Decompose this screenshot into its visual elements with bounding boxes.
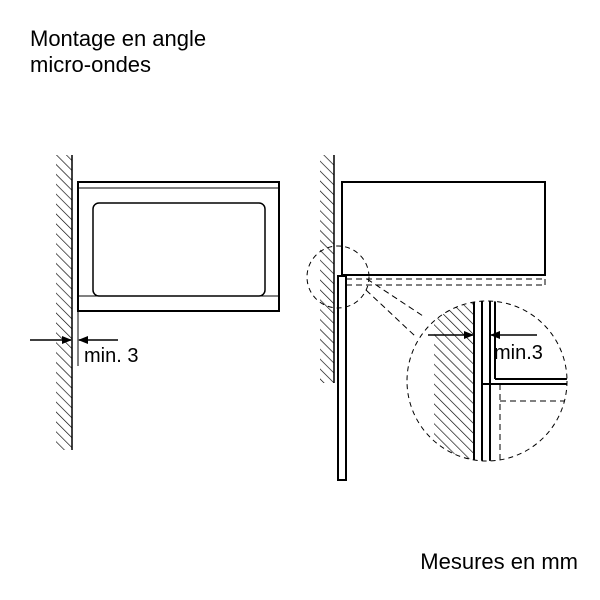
left-gap-dimension: min. 3 bbox=[30, 312, 138, 367]
detail-wall-hatch bbox=[434, 301, 474, 461]
microwave-outer-frame bbox=[77, 181, 280, 312]
title-line-1: Montage en angle bbox=[30, 26, 207, 51]
detail-dashed-lines bbox=[499, 384, 567, 461]
side-panel bbox=[337, 275, 347, 481]
title-line-2: micro-ondes bbox=[30, 52, 152, 77]
diagram-title: Montage en angle micro-ondes bbox=[30, 26, 206, 78]
dashed-cabinet-outline bbox=[346, 278, 546, 286]
left-wall-hatch bbox=[56, 155, 72, 450]
left-view: min. 3 bbox=[30, 155, 280, 450]
detail-view: min.3 bbox=[406, 300, 568, 462]
right-view bbox=[306, 155, 546, 481]
detail-gap-dimension: min.3 bbox=[428, 331, 543, 364]
detail-circle bbox=[406, 300, 568, 462]
units-note: Mesures en mm bbox=[420, 549, 578, 574]
detail-gap-label: min.3 bbox=[494, 342, 543, 364]
right-wall-hatch bbox=[320, 155, 334, 383]
callout-leader-lines bbox=[365, 278, 424, 337]
microwave-side-body bbox=[341, 181, 546, 276]
microwave-door-window bbox=[92, 202, 266, 297]
microwave-front bbox=[77, 181, 280, 312]
detail-callout-circle bbox=[306, 245, 370, 309]
left-gap-label: min. 3 bbox=[84, 345, 138, 367]
